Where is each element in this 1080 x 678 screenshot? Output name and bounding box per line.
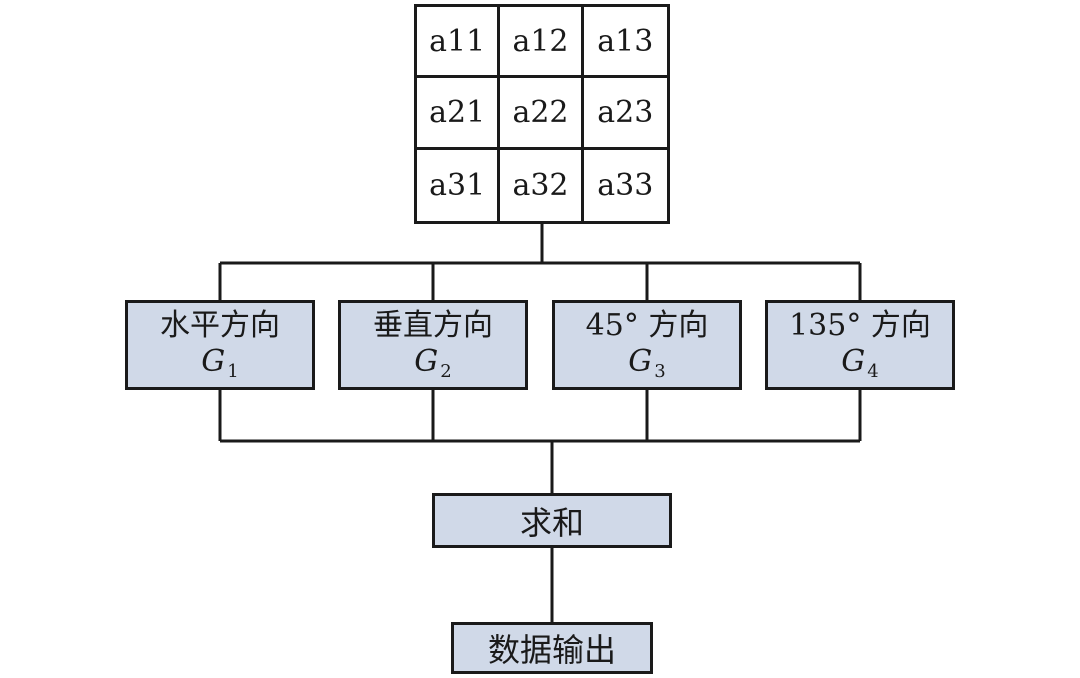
direction-label: 45° 方向 — [585, 307, 709, 343]
matrix-cell-a13: a13 — [583, 7, 667, 79]
operator-subscript: 2 — [440, 360, 452, 382]
operator-letter: G — [628, 343, 653, 379]
output-label: 数据输出 — [487, 631, 616, 669]
matrix-cell-a33: a33 — [597, 167, 654, 203]
matrix-cell-a22: a22 — [500, 78, 584, 150]
sum-box: 求和 — [432, 493, 672, 548]
operator-letter: G — [414, 343, 439, 379]
matrix-cell-a31: a31 — [417, 149, 501, 221]
matrix-cell-a11: a11 — [417, 7, 501, 79]
matrix-cell-a32: a32 — [500, 149, 584, 221]
operator-subscript: 1 — [227, 360, 239, 382]
operator-subscript: 3 — [654, 360, 666, 382]
direction-label: 垂直方向 — [373, 307, 493, 343]
matrix-cell-a12: a12 — [500, 7, 584, 79]
matrix-cell-a23: a23 — [583, 78, 667, 150]
pixel-matrix: a11 a12 a13 a21 a22 a23 a31 a32 a33 — [414, 4, 670, 224]
operator-letter: G — [201, 343, 226, 379]
direction-label: 水平方向 — [160, 307, 280, 343]
matrix-cell-a21: a21 — [417, 78, 501, 150]
output-box: 数据输出 — [451, 622, 653, 674]
sum-label: 求和 — [519, 503, 584, 542]
direction-label: 135° 方向 — [789, 307, 931, 343]
operator-letter: G — [841, 343, 866, 379]
operator-subscript: 4 — [867, 360, 879, 382]
